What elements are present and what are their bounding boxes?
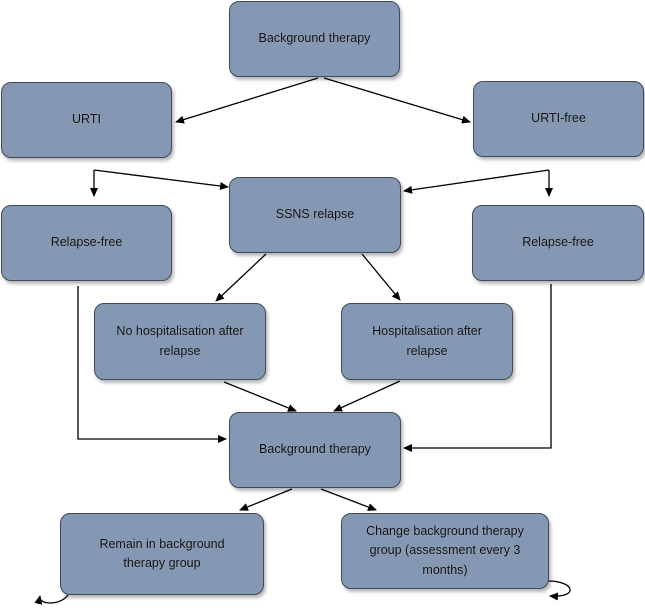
- node-ssns-relapse: SSNS relapse: [229, 177, 401, 253]
- node-hospitalisation: Hospitalisation after relapse: [341, 303, 513, 380]
- arrow-bg-to-urti-free: [323, 77, 471, 124]
- node-relapse-free-right: Relapse-free: [472, 205, 644, 281]
- arrow-bg-to-remain: [239, 488, 293, 511]
- arrow-urti-free-to-ssns: [403, 169, 550, 194]
- arrow-no-hospitalisation-to-bg: [223, 381, 297, 412]
- node-change-group: Change background therapy group (assessm…: [341, 513, 549, 589]
- arrow-ssns-to-hospitalisation: [361, 253, 401, 301]
- node-relapse-free-left: Relapse-free: [1, 205, 172, 281]
- node-urti: URTI: [1, 82, 172, 158]
- arrow-ssns-to-no-hospitalisation: [215, 253, 267, 302]
- arrow-bg-to-urti: [175, 77, 319, 124]
- node-no-hospitalisation: No hospitalisation after relapse: [94, 303, 266, 380]
- node-urti-free: URTI-free: [473, 81, 644, 157]
- arrow-hospitalisation-to-bg: [333, 380, 401, 412]
- node-background-therapy-bottom: Background therapy: [229, 412, 401, 488]
- node-background-therapy-top: Background therapy: [229, 1, 400, 77]
- arrow-relapse-free-right-to-bg: [403, 284, 552, 452]
- arrow-bg-to-change: [320, 488, 377, 511]
- arrow-urti-to-ssns: [93, 169, 229, 190]
- loop-arrow-remain: [34, 594, 69, 605]
- arrow-relapse-free-left-to-bg: [77, 286, 227, 443]
- loop-arrow-change: [547, 580, 571, 601]
- node-remain-group: Remain in background therapy group: [60, 513, 264, 595]
